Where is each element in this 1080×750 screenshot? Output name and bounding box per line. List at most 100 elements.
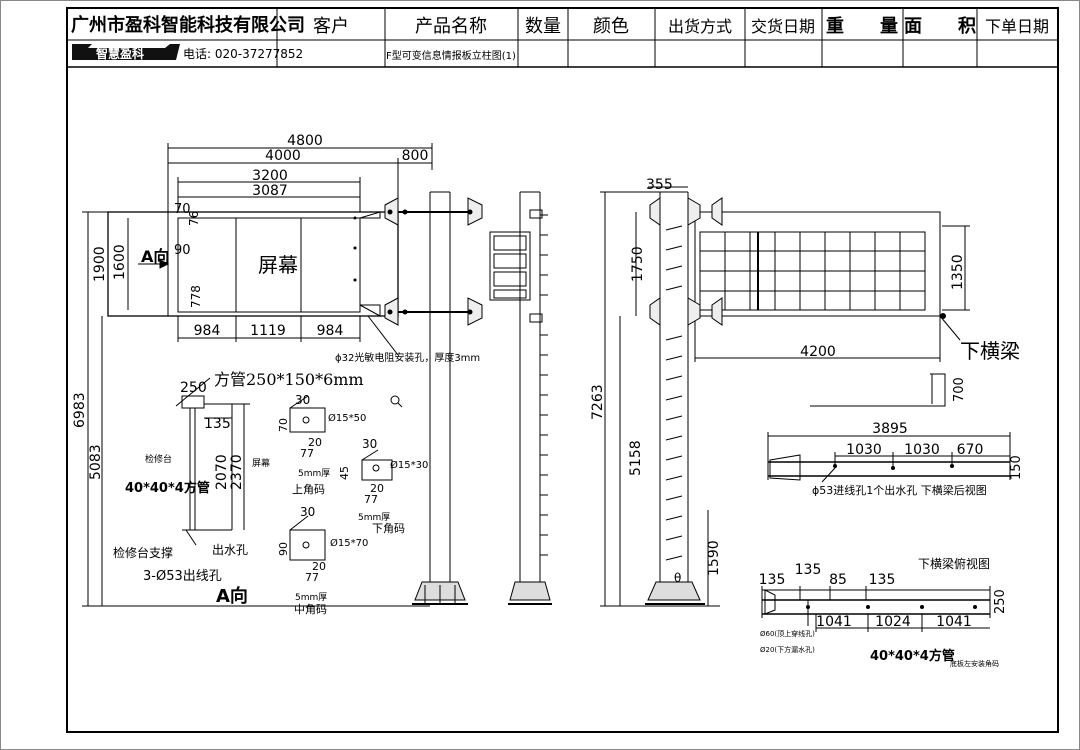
dim-2070: 2070 <box>214 454 230 490</box>
bracket-lower-hole: Ø15*30 <box>390 459 428 471</box>
dim-1350: 1350 <box>950 254 966 290</box>
dim-76: 76 <box>187 211 201 226</box>
title-block <box>67 8 1058 68</box>
platform-detail <box>175 377 250 546</box>
dim-5083: 5083 <box>88 444 104 480</box>
dim-2370: 2370 <box>229 454 245 490</box>
col-customer: 客户 <box>313 16 349 37</box>
bracket-lower-d20: 20 <box>370 482 384 495</box>
dim-778: 778 <box>189 285 203 308</box>
product-name-value: F型可变信息情报板立柱图(1) <box>386 49 516 62</box>
dim-5158: 5158 <box>628 440 644 476</box>
top-dim-1024: 1024 <box>875 614 911 630</box>
dim-70: 70 <box>174 202 191 217</box>
col-quantity: 数量 <box>525 16 561 37</box>
company-name: 广州市盈科智能科技有限公司 <box>71 14 305 36</box>
col-delivery-date: 交货日期 <box>751 17 815 36</box>
bracket-top-d77: 77 <box>300 447 314 460</box>
dim-4000: 4000 <box>265 148 301 164</box>
dim-1119: 1119 <box>250 323 286 339</box>
rear-dim-670: 670 <box>957 442 984 458</box>
rear-dim-1030-b: 1030 <box>904 442 940 458</box>
drain-label: 出水孔 <box>212 543 248 557</box>
hole-note: ϕ32光敏电阻安装孔，厚度3mm <box>335 351 480 364</box>
tube-label: 方管250*150*6mm <box>214 370 364 389</box>
platform-screen-label: 屏幕 <box>252 457 270 469</box>
top-dim-135-a: 135 <box>759 572 786 588</box>
top-view-holes <box>806 605 977 609</box>
front-elevation <box>82 143 483 607</box>
col-weight: 重 量 <box>826 15 898 37</box>
dim-984-left: 984 <box>194 323 221 339</box>
top-dim-1041-b: 1041 <box>936 614 972 630</box>
dim-1750: 1750 <box>630 246 646 282</box>
bracket-lower-name: 下角码 <box>372 522 405 535</box>
dim-800: 800 <box>402 148 429 164</box>
bracket-shapes <box>289 395 393 561</box>
top-dim-1041-a: 1041 <box>816 614 852 630</box>
bracket-lower-d77: 77 <box>364 493 378 506</box>
dim-3200: 3200 <box>252 168 288 184</box>
theta-label: θ <box>674 571 681 585</box>
logo-text: 智慧盈科 <box>95 46 144 61</box>
company-phone: 电话: 020-37277852 <box>183 47 303 61</box>
col-area: 面 积 <box>904 16 976 37</box>
dim-355: 355 <box>646 177 673 193</box>
bracket-top-hole: Ø15*50 <box>328 412 366 424</box>
top-dim-250: 250 <box>993 589 1008 614</box>
dim-90: 90 <box>174 243 191 258</box>
bracket-middle-thickness: 5mm厚 <box>295 592 327 603</box>
platform-side-label: 检修台 <box>145 453 172 465</box>
rear-view-note: ϕ53进线孔1个出水孔 下横梁后视图 <box>812 483 987 497</box>
dim-4200: 4200 <box>800 344 836 360</box>
col-order-date: 下单日期 <box>985 17 1049 36</box>
dim-1900: 1900 <box>92 246 108 282</box>
col-color: 颜色 <box>593 16 629 37</box>
dim-4800: 4800 <box>287 133 323 149</box>
col-product-name: 产品名称 <box>415 16 487 37</box>
bracket-lower-thickness: 5mm厚 <box>358 512 390 523</box>
top-tube-label: 40*40*4方管 <box>870 648 955 664</box>
dim-6983: 6983 <box>72 392 88 428</box>
side-view-rungs <box>540 214 548 556</box>
bracket-top-thickness: 5mm厚 <box>298 468 330 479</box>
bracket-top-angle: 30 <box>295 393 310 407</box>
dim-3087: 3087 <box>252 183 288 199</box>
top-dim-135-c: 135 <box>869 572 896 588</box>
top-view-title: 下横梁俯视图 <box>918 556 990 571</box>
dim-1600: 1600 <box>112 244 128 280</box>
square-tube-label: 40*40*4方管 <box>125 480 210 496</box>
bracket-top-height: 70 <box>277 418 290 432</box>
bracket-lower-angle: 30 <box>362 437 377 451</box>
bracket-middle-d77: 77 <box>305 571 319 584</box>
support-label: 检修台支撑 <box>113 545 173 560</box>
bracket-middle-name: 中角码 <box>294 603 327 616</box>
cable-holes-label: 3-Ø53出线孔 <box>143 569 222 584</box>
top-dim-135-b: 135 <box>795 562 822 578</box>
drawing-frame <box>66 7 1059 733</box>
dim-250-platform: 250 <box>180 380 207 396</box>
col-shipping: 出货方式 <box>668 17 732 36</box>
elevation-circles <box>353 209 473 315</box>
rear-view-holes <box>833 464 954 470</box>
top-note-1: Ø60(顶上穿线孔) <box>760 629 815 638</box>
top-dim-85: 85 <box>829 572 847 588</box>
lower-beam-label: 下横梁 <box>960 339 1020 363</box>
right-elevation <box>600 186 970 607</box>
rear-dim-1030-a: 1030 <box>846 442 882 458</box>
bracket-middle-d20: 20 <box>312 560 326 573</box>
top-note-3: 底板左安装角码 <box>950 659 999 668</box>
top-note-2: Ø20(下方漏水孔) <box>760 645 815 654</box>
elevation-direction-a: A向 <box>141 247 169 266</box>
company-logo: 智慧盈科 <box>72 44 180 61</box>
bracket-middle-height: 90 <box>277 542 290 556</box>
screen-label: 屏幕 <box>258 253 298 277</box>
bracket-lower-height: 45 <box>338 466 351 480</box>
dim-984-right: 984 <box>317 323 344 339</box>
bracket-middle-hole: Ø15*70 <box>330 537 368 549</box>
side-view <box>489 191 552 605</box>
rear-view <box>767 432 1011 483</box>
right-ladder <box>665 225 946 561</box>
bracket-top-name: 上角码 <box>292 483 325 496</box>
